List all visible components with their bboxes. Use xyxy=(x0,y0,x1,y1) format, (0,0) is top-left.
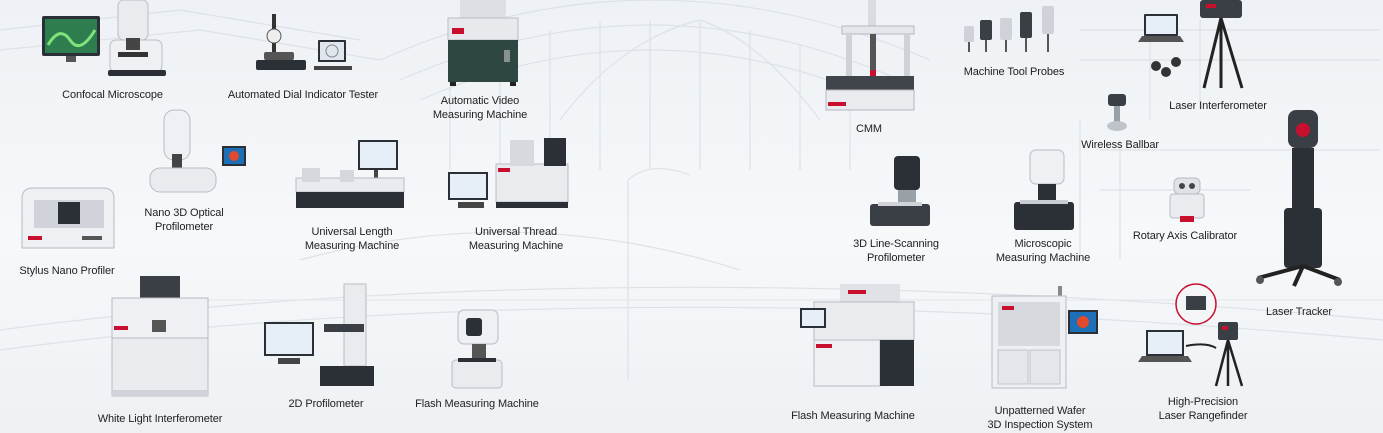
caption-laser-interferometer: Laser Interferometer xyxy=(1169,100,1267,112)
product-2d-profilometer[interactable] xyxy=(264,283,376,388)
caption-cmm: CMM xyxy=(856,123,882,135)
product-nano-3d-optical-profilometer[interactable] xyxy=(148,109,248,196)
caption-flash-measuring-machine-compact: Flash Measuring Machine xyxy=(415,398,539,410)
caption-white-light-interferometer: White Light Interferometer xyxy=(97,413,223,425)
stylus-nano-profiler-icon xyxy=(21,187,115,249)
product-laser-interferometer[interactable] xyxy=(1138,0,1260,90)
product-universal-thread-measuring-machine[interactable] xyxy=(448,138,570,214)
2d-profilometer-icon xyxy=(264,283,374,386)
laser-tracker-icon xyxy=(1256,110,1342,287)
caption-rotary-axis-calibrator: Rotary Axis Calibrator xyxy=(1132,230,1238,242)
product-stylus-nano-profiler[interactable] xyxy=(20,186,116,252)
product-white-light-interferometer[interactable] xyxy=(108,276,209,400)
product-laser-rangefinder[interactable] xyxy=(1138,283,1250,388)
caption-microscopic-measuring-machine: Microscopic Measuring Machine xyxy=(995,238,1091,264)
product-wireless-ballbar[interactable] xyxy=(1098,92,1136,134)
caption-flash-measuring-machine-large: Flash Measuring Machine xyxy=(791,410,915,422)
caption-dial-indicator-tester: Automated Dial Indicator Tester xyxy=(227,89,379,101)
machine-tool-probes-icon xyxy=(964,6,1054,52)
product-laser-tracker[interactable] xyxy=(1254,110,1344,290)
wireless-ballbar-icon xyxy=(1107,94,1127,131)
product-confocal-microscope[interactable] xyxy=(40,0,170,80)
3d-line-scanning-profilometer-icon xyxy=(870,156,930,226)
laser-interferometer-icon xyxy=(1138,0,1244,89)
product-automatic-video-measuring-machine[interactable] xyxy=(444,0,522,86)
confocal-microscope-icon xyxy=(42,0,166,76)
caption-nano-3d-optical-profilometer: Nano 3D Optical Profilometer xyxy=(144,207,224,233)
rotary-axis-calibrator-icon xyxy=(1169,177,1205,222)
flash-measuring-machine-large-icon xyxy=(800,284,915,387)
caption-3d-line-scanning-profilometer: 3D Line-Scanning Profilometer xyxy=(853,238,939,264)
product-dial-indicator-tester[interactable] xyxy=(252,14,362,76)
cmm-icon xyxy=(825,0,915,111)
product-universal-length-measuring-machine[interactable] xyxy=(295,140,406,216)
product-3d-line-scanning-profilometer[interactable] xyxy=(866,156,932,228)
caption-automatic-video-measuring-machine: Automatic Video Measuring Machine xyxy=(432,95,528,121)
product-rotary-axis-calibrator[interactable] xyxy=(1166,177,1208,224)
dial-indicator-tester-icon xyxy=(256,14,352,70)
caption-universal-length-measuring-machine: Universal Length Measuring Machine xyxy=(304,226,400,252)
caption-laser-rangefinder: High-Precision Laser Rangefinder xyxy=(1158,396,1248,422)
caption-2d-profilometer: 2D Profilometer xyxy=(288,398,364,410)
caption-unpatterned-wafer-3d-inspection-system: Unpatterned Wafer 3D Inspection System xyxy=(987,405,1093,431)
automatic-video-measuring-machine-icon xyxy=(447,0,519,86)
laser-rangefinder-icon xyxy=(1138,283,1244,387)
universal-length-measuring-machine-icon xyxy=(295,140,405,208)
caption-confocal-microscope: Confocal Microscope xyxy=(62,89,163,101)
caption-laser-tracker: Laser Tracker xyxy=(1266,306,1332,318)
nano-3d-optical-profilometer-icon xyxy=(149,109,246,193)
product-machine-tool-probes[interactable] xyxy=(960,6,1062,60)
caption-wireless-ballbar: Wireless Ballbar xyxy=(1081,139,1159,151)
flash-measuring-machine-compact-icon xyxy=(451,309,503,389)
product-flash-measuring-machine-large[interactable] xyxy=(800,284,916,390)
product-unpatterned-wafer-3d-inspection-system[interactable] xyxy=(990,286,1100,392)
microscopic-measuring-machine-icon xyxy=(1014,149,1074,230)
product-microscopic-measuring-machine[interactable] xyxy=(1010,149,1076,232)
product-flash-measuring-machine-compact[interactable] xyxy=(450,309,504,390)
caption-stylus-nano-profiler: Stylus Nano Profiler xyxy=(19,265,115,277)
universal-thread-measuring-machine-icon xyxy=(448,138,569,208)
product-cmm[interactable] xyxy=(824,0,916,114)
caption-machine-tool-probes: Machine Tool Probes xyxy=(963,66,1065,78)
white-light-interferometer-icon xyxy=(111,276,209,397)
caption-universal-thread-measuring-machine: Universal Thread Measuring Machine xyxy=(468,226,564,252)
unpatterned-wafer-3d-inspection-system-icon xyxy=(991,286,1098,389)
